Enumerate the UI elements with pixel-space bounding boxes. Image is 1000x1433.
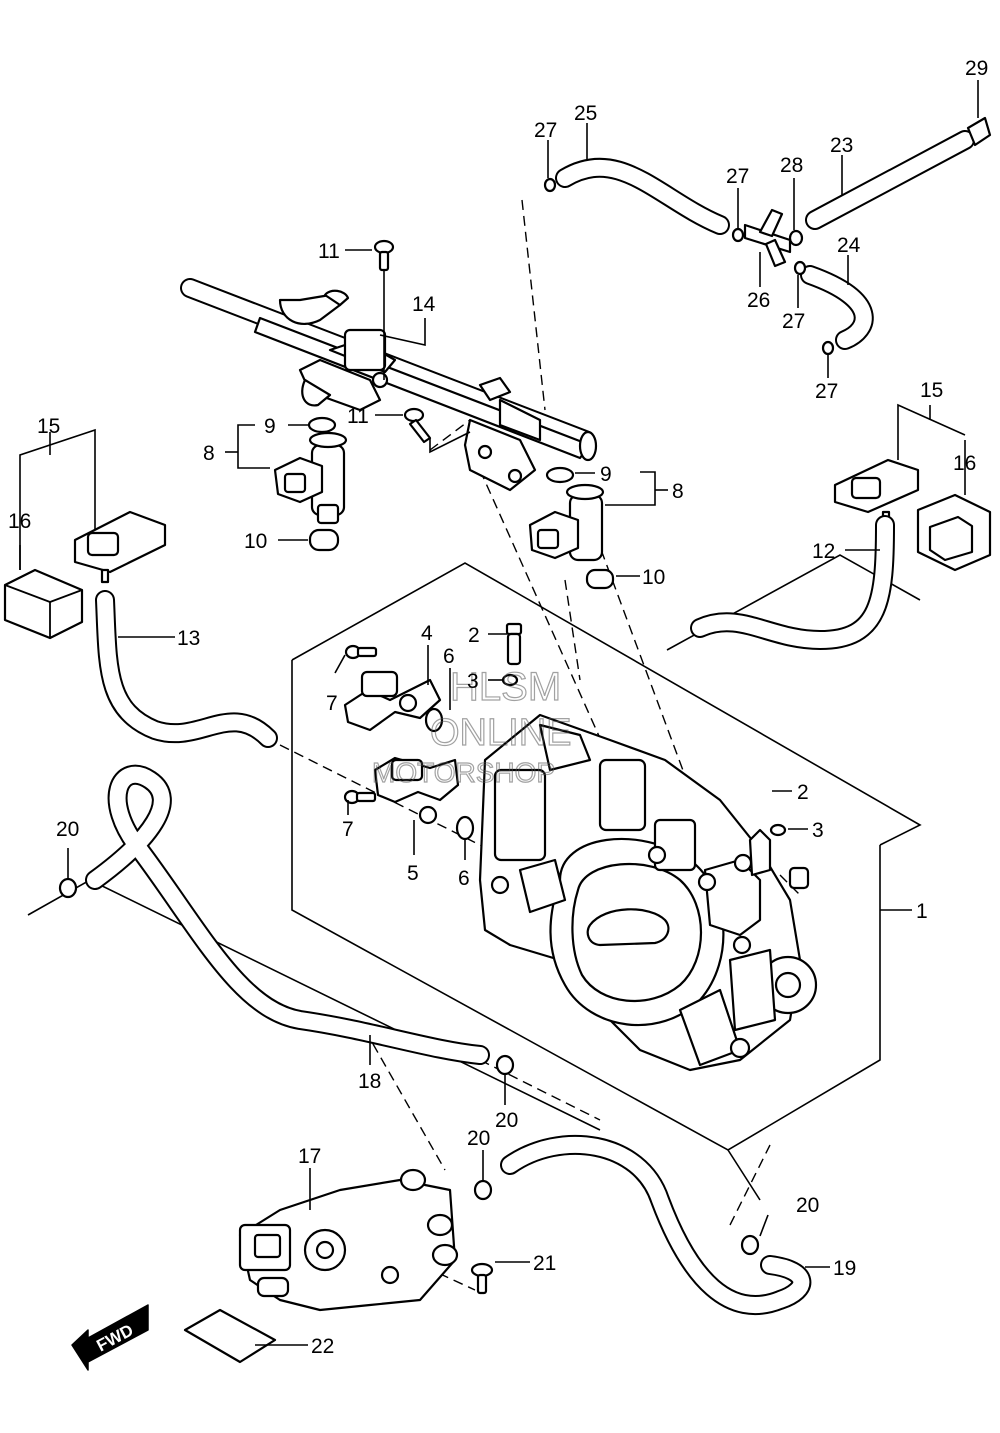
cover-16-right: [916, 493, 992, 572]
idle-air-control-valve: [238, 1168, 459, 1312]
clamp-27-a: [543, 177, 557, 193]
hoses: [85, 130, 975, 1315]
screw-2-right: [748, 828, 772, 877]
callout-6-top: 6: [443, 645, 455, 668]
callout-29: 29: [965, 57, 988, 80]
o-ring-9-right: [545, 466, 575, 484]
throttle-body: [478, 713, 818, 1072]
callout-19: 19: [833, 1257, 856, 1280]
connector-15-left: [73, 510, 167, 584]
connector-15-right: [833, 458, 920, 526]
clamp-20-c: [473, 1179, 493, 1201]
callout-1: 1: [916, 900, 928, 923]
callout-18: 18: [358, 1070, 381, 1093]
clamp-27-b: [731, 227, 745, 243]
clamps: [58, 116, 992, 1256]
callout-7-bottom: 7: [342, 818, 354, 841]
watermark-line-2: ONLINE: [430, 712, 571, 754]
callout-22: 22: [311, 1335, 334, 1358]
callout-27-d: 27: [815, 380, 838, 403]
clamp-20-d: [740, 1234, 760, 1256]
fuel-injector-right: [528, 483, 605, 562]
clamp-27-d: [821, 340, 835, 356]
callout-20-b: 20: [495, 1109, 518, 1132]
callout-27-c: 27: [782, 310, 805, 333]
callout-27-b: 27: [726, 165, 749, 188]
sensor-5: [373, 756, 460, 825]
callout-13: 13: [177, 627, 200, 650]
callout-3-right: 3: [812, 819, 824, 842]
callout-4: 4: [421, 622, 433, 645]
callout-8-left: 8: [203, 442, 215, 465]
watermark-line-3: MOTORSHOP: [372, 757, 555, 788]
callout-21: 21: [533, 1252, 556, 1275]
callout-15-left: 15: [37, 415, 60, 438]
callout-12: 12: [812, 540, 835, 563]
callout-17: 17: [298, 1145, 321, 1168]
callout-20-c: 20: [467, 1127, 490, 1150]
clamp-20-a: [58, 877, 78, 899]
callouts: 1 2 2 3 3 4 5 6 6 7 7 8 8 9 9 10 10 11 1…: [8, 57, 988, 1358]
callout-20-a: 20: [56, 818, 79, 841]
callout-7-top: 7: [326, 692, 338, 715]
callout-16-right: 16: [953, 452, 976, 475]
callout-8-right: 8: [672, 480, 684, 503]
clamp-29: [966, 116, 992, 147]
callout-27-a: 27: [534, 119, 557, 142]
callout-23: 23: [830, 134, 853, 157]
gasket: [183, 1308, 277, 1364]
o-ring-3-right: [769, 823, 787, 837]
o-ring-6-top: [424, 707, 444, 733]
callout-14: 14: [412, 293, 436, 316]
callout-15-right: 15: [920, 379, 943, 402]
watermark: HLSM ONLINE MOTORSHOP: [371, 664, 572, 788]
screw-11-mid: [403, 407, 425, 423]
callout-25: 25: [574, 102, 597, 125]
callout-11-top: 11: [318, 240, 340, 263]
callout-9-right: 9: [600, 463, 612, 486]
callout-20-d: 20: [796, 1194, 819, 1217]
o-ring-6-bottom: [455, 815, 475, 841]
screws: [343, 239, 772, 1295]
sensor-4: [343, 670, 442, 732]
o-rings: [307, 416, 787, 841]
callout-11-mid: 11: [347, 405, 369, 428]
callout-28: 28: [780, 154, 803, 177]
o-ring-9-left: [307, 416, 337, 434]
callout-10-right: 10: [642, 566, 665, 589]
fuel-delivery-pipe: [180, 278, 598, 492]
callout-6-bottom: 6: [458, 867, 470, 890]
callout-5: 5: [407, 862, 419, 885]
callout-2-right: 2: [797, 781, 809, 804]
callout-3-top: 3: [467, 670, 479, 693]
callout-16-left: 16: [8, 510, 31, 533]
callout-9-left: 9: [264, 415, 276, 438]
three-way-joint: [743, 208, 792, 268]
clamp-27-c: [793, 260, 807, 276]
clamp-28: [788, 229, 804, 247]
callout-10-left: 10: [244, 530, 267, 553]
callout-2-top: 2: [468, 624, 480, 647]
callout-26: 26: [747, 289, 770, 312]
fwd-arrow-icon: FWD: [71, 1304, 149, 1371]
seal-10-right: [585, 568, 615, 590]
fuel-injector-left: [273, 431, 348, 525]
cover-16-left: [3, 568, 84, 640]
clamp-20-b: [495, 1054, 515, 1076]
callout-24: 24: [837, 234, 861, 257]
watermark-line-1: HLSM: [450, 665, 561, 709]
seal-10-left: [308, 528, 340, 552]
leader-lines: [19, 80, 979, 1346]
screw-2-top: [505, 622, 523, 636]
